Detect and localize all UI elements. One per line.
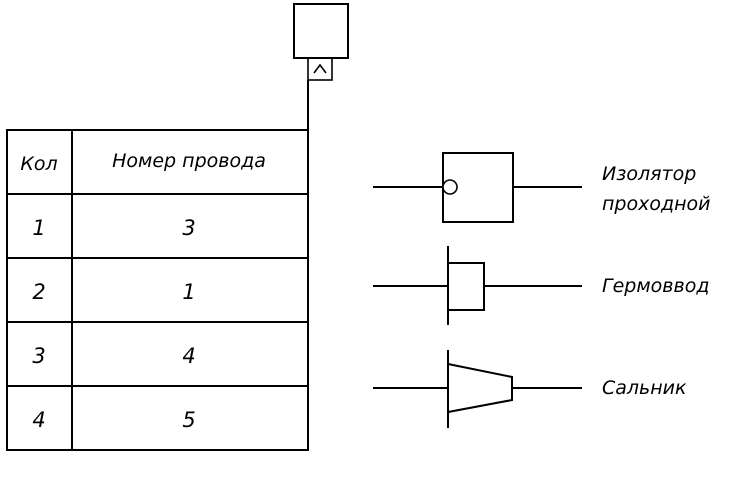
gland-label: Сальник xyxy=(602,377,687,399)
table-header-kol: Кол xyxy=(20,153,57,175)
legend-hermetic-input: Гермоввод xyxy=(373,246,709,325)
table-cell-wire: 5 xyxy=(182,408,195,432)
table-cell-kol: 1 xyxy=(32,216,45,240)
hermetic-input-label: Гермоввод xyxy=(602,275,709,297)
table-frame xyxy=(6,129,309,451)
hermetic-body-icon xyxy=(447,262,485,311)
table-cell-wire: 4 xyxy=(182,344,195,368)
table-cell-kol: 2 xyxy=(32,280,45,304)
wire-table: Кол Номер провода 1 3 2 1 3 4 4 5 xyxy=(6,129,309,451)
table-cell-kol: 3 xyxy=(32,344,45,368)
insulator-label-line1: Изолятор xyxy=(602,163,696,185)
gland-body-icon xyxy=(447,362,513,414)
table-header-wire-number: Номер провода xyxy=(112,150,266,172)
insulator-label-line2: проходной xyxy=(602,193,711,215)
table-cell-kol: 4 xyxy=(32,408,45,432)
table-cell-wire: 1 xyxy=(182,280,195,304)
connector-pin-box xyxy=(307,57,333,81)
connector-pin-mark-icon xyxy=(313,63,327,74)
connector-body xyxy=(293,3,349,59)
connector xyxy=(293,3,349,130)
table-cell-wire: 3 xyxy=(182,216,195,240)
legend-insulator: Изолятор проходной xyxy=(373,152,711,223)
legend-gland: Сальник xyxy=(373,350,687,428)
insulator-circle-icon xyxy=(442,179,458,195)
